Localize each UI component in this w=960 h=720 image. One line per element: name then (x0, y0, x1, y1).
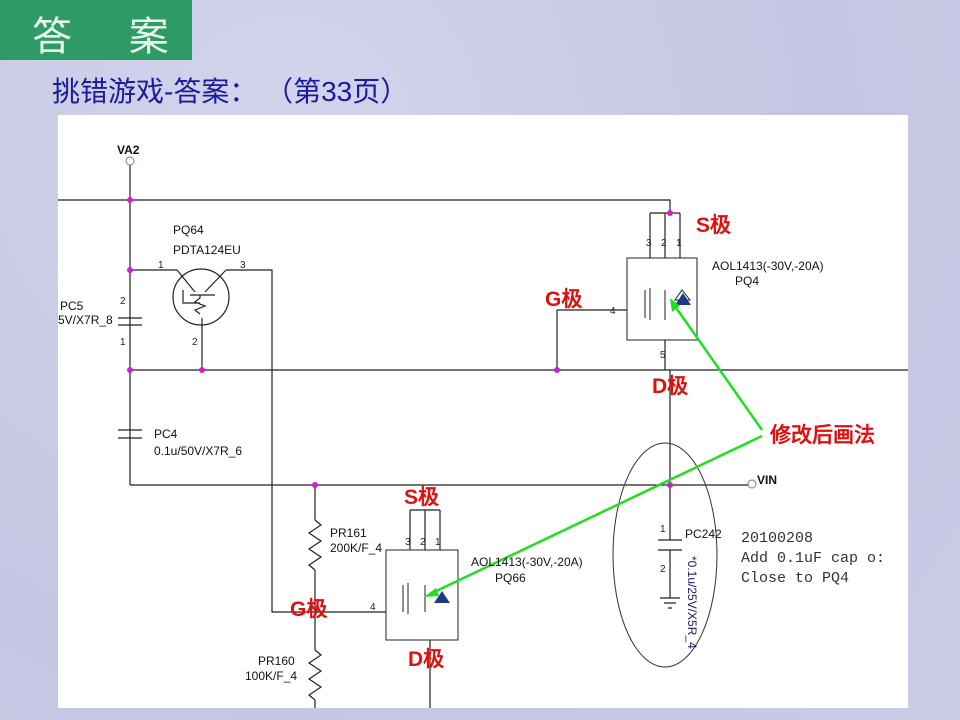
highlight-ellipse (612, 442, 718, 668)
pr161-value: 200K/F_4 (330, 541, 382, 555)
pq64-ref: PQ64 (173, 223, 204, 237)
pq4-diode-icon (675, 293, 691, 305)
va2-label: VA2 (117, 143, 140, 157)
pin-label: 2 (661, 238, 667, 249)
pin-label: 3 (405, 537, 411, 548)
pc4-ref: PC4 (154, 427, 178, 441)
slide-title: 答 案 (32, 14, 191, 60)
note-line: 20100208 (741, 530, 813, 547)
pq4-mosfet (626, 257, 698, 341)
wires (58, 165, 908, 708)
title-banner: 答 案 (0, 0, 192, 60)
note-line: Close to PQ4 (741, 570, 849, 587)
pq4-symbol (644, 288, 692, 320)
pr160-ref: PR160 (258, 654, 295, 668)
pc5-ref: PC5 (60, 299, 84, 313)
pin-label: 2 (192, 337, 198, 348)
pq66-mosfet (385, 549, 459, 641)
pin-label: 2 (420, 537, 426, 548)
pc4-value: 0.1u/50V/X7R_6 (154, 444, 242, 458)
pc242-ref: PC242 (685, 527, 722, 541)
pq4-part: AOL1413(-30V,-20A) (712, 259, 824, 273)
pin-label: 1 (676, 238, 682, 249)
note-line: Add 0.1uF cap o: (741, 550, 885, 567)
va2-port (125, 156, 135, 166)
junction-dots (127, 197, 673, 488)
source-label: S极 (404, 486, 440, 509)
arrow-head-icon (424, 588, 439, 597)
pc5-value: 5V/X7R_8 (58, 313, 113, 327)
pin-label: 3 (646, 238, 652, 249)
pin-label: 4 (370, 602, 376, 613)
pin-label: 1 (120, 337, 126, 348)
arrow-head-icon (670, 298, 680, 312)
pin-label: 3 (240, 260, 246, 271)
pq4-ref: PQ4 (735, 274, 759, 288)
pq64-transistor (172, 268, 230, 326)
pq66-diode-icon (434, 591, 450, 603)
schematic-panel (58, 115, 908, 708)
pc242-value: *0.1u/25V/X5R_4 (685, 556, 699, 649)
drain-label: D极 (408, 648, 445, 671)
pin-label: 1 (660, 524, 666, 535)
pr161-ref: PR161 (330, 526, 367, 540)
pq66-ref: PQ66 (495, 571, 526, 585)
fix-annotation: 修改后画法 (769, 423, 875, 447)
pq66-symbol (402, 583, 426, 614)
pin-label: 5 (660, 350, 666, 361)
vin-label: VIN (757, 473, 777, 487)
pin-label: 2 (660, 564, 666, 575)
source-label: S极 (696, 214, 732, 237)
pin-label: 1 (158, 260, 164, 271)
slide-subtitle: 挑错游戏-答案： （第33页） (52, 76, 409, 107)
green-arrows (429, 301, 764, 596)
gate-label: G极 (290, 598, 328, 621)
pr160-value: 100K/F_4 (245, 669, 297, 683)
pq64-part: PDTA124EU (173, 243, 241, 257)
vin-port (747, 479, 757, 489)
gate-label: G极 (545, 288, 583, 311)
pin-label: 2 (120, 296, 126, 307)
pin-label: 4 (610, 306, 616, 317)
pq66-part: AOL1413(-30V,-20A) (471, 555, 583, 569)
pin-label: 1 (435, 537, 441, 548)
drain-label: D极 (652, 375, 689, 398)
